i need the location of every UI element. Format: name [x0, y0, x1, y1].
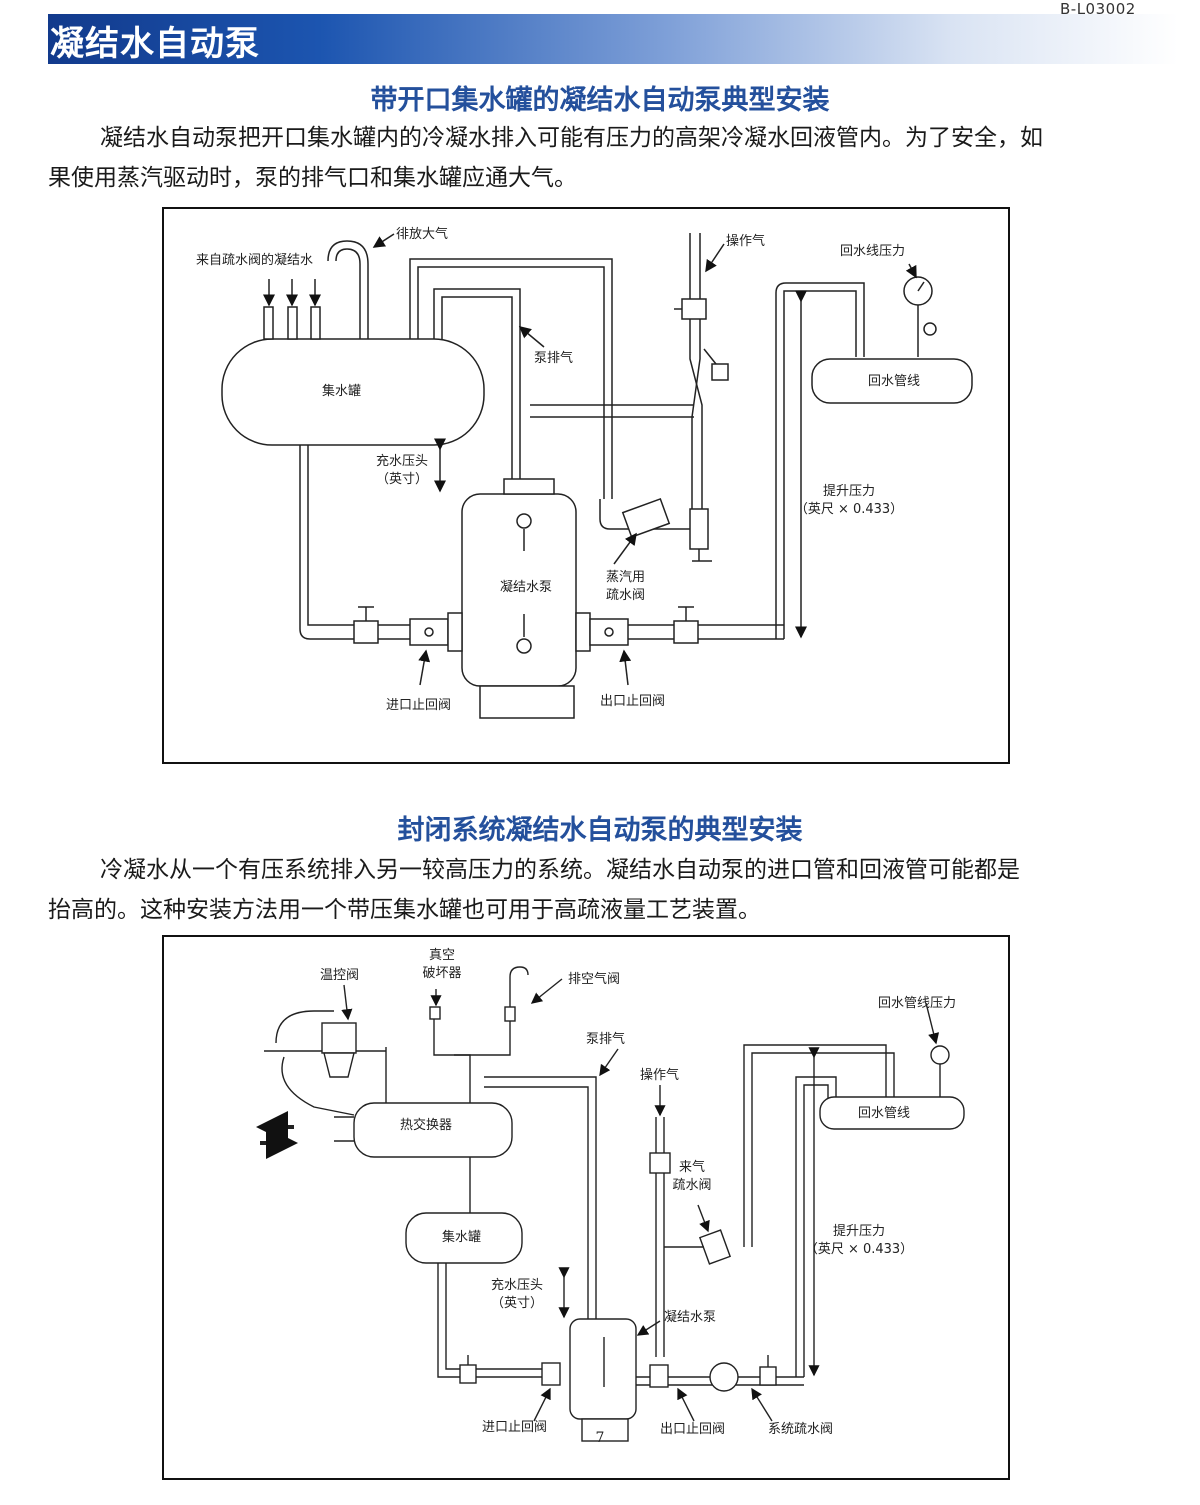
closed-collection-tank-shape — [405, 1212, 523, 1264]
label-trap-2: 来气 疏水阀 — [670, 1159, 714, 1195]
label-from-trap: 来自疏水阀的凝结水 — [196, 253, 314, 268]
label-fill-head-line1: 充水压头 — [375, 454, 428, 469]
label-lift-pressure-line1: 提升压力 — [822, 484, 875, 499]
label-steam-trap-line1: 蒸汽用 — [606, 570, 646, 585]
heat-exchanger-shape — [353, 1102, 513, 1158]
label-temp-control-valve: 温控阀 — [320, 968, 360, 983]
section2-paragraph: 冷凝水从一个有压系统排入另一较高压力的系统。凝结水自动泵的进口管和回液管可能都是… — [48, 850, 1148, 930]
section2-paragraph-line2: 抬高的。这种安装方法用一个带压集水罐也可用于高疏液量工艺装置。 — [48, 897, 761, 923]
label-system-trap: 系统疏水阀 — [768, 1422, 834, 1437]
label-vacuum-breaker-line2: 破坏器 — [422, 966, 462, 981]
label-pump-exhaust: 泵排气 — [534, 351, 574, 366]
label-inlet-check-valve: 进口止回阀 — [386, 698, 452, 713]
page-title: 凝结水自动泵 — [50, 24, 260, 64]
label-fill-head: 充水压头 （英寸） — [370, 453, 434, 489]
page-number: 7 — [595, 1430, 605, 1446]
title-bar — [48, 14, 1178, 64]
label-return-line: 回水管线 — [868, 374, 921, 389]
label-motive-gas-2: 操作气 — [640, 1068, 680, 1083]
closed-system-diagram-drawing — [256, 966, 965, 1442]
label-fill-head-2-line2: （英寸） — [490, 1296, 543, 1311]
label-return-pressure-2: 回水管线压力 — [878, 996, 957, 1011]
label-lift-pressure-line2: （英尺 × 0.433） — [794, 502, 904, 517]
label-condensate-pump-2: 凝结水泵 — [664, 1310, 717, 1325]
label-lift-pressure: 提升压力 （英尺 × 0.433） — [794, 483, 904, 519]
return-line-shape — [811, 358, 973, 404]
label-heat-exchanger: 热交换器 — [400, 1118, 453, 1133]
label-steam-trap: 蒸汽用 疏水阀 — [606, 569, 645, 605]
collection-tank-shape — [221, 338, 485, 446]
label-fill-head-line2: （英寸） — [375, 472, 428, 487]
section2-paragraph-line1: 冷凝水从一个有压系统排入另一较高压力的系统。凝结水自动泵的进口管和回液管可能都是 — [100, 857, 1020, 883]
label-return-line-2: 回水管线 — [858, 1106, 911, 1121]
closed-system-pump-shape — [569, 1318, 637, 1420]
label-outlet-check-valve-2: 出口止回阀 — [660, 1422, 726, 1437]
label-trap-2-line2: 疏水阀 — [672, 1178, 712, 1193]
label-collection-tank: 集水罐 — [322, 384, 362, 399]
label-vent-atmosphere: 徘放大气 — [396, 227, 449, 242]
label-trap-2-line1: 来气 — [678, 1160, 705, 1175]
section1-paragraph-line2: 果使用蒸汽驱动时，泵的排气口和集水罐应通大气。 — [48, 165, 577, 191]
document-code: B-L03002 — [1060, 0, 1136, 18]
section2-title: 封闭系统凝结水自动泵的典型安装 — [397, 815, 803, 846]
open-tank-diagram-drawing — [221, 233, 973, 719]
section1-title: 带开口集水罐的凝结水自动泵典型安装 — [370, 85, 830, 116]
section1-paragraph: 凝结水自动泵把开口集水罐内的冷凝水排入可能有压力的高架冷凝水回液管内。为了安全，… — [48, 118, 1148, 198]
label-steam-trap-line2: 疏水阀 — [606, 588, 646, 603]
label-fill-head-2-line1: 充水压头 — [490, 1278, 543, 1293]
label-motive-gas: 操作气 — [726, 234, 766, 249]
label-collection-tank-2: 集水罐 — [442, 1230, 482, 1245]
label-air-vent: 排空气阀 — [568, 972, 621, 987]
label-outlet-check-valve: 出口止回阀 — [600, 694, 666, 709]
label-lift-pressure-2: 提升压力 （英尺 × 0.433） — [804, 1223, 914, 1259]
label-fill-head-2: 充水压头 （英寸） — [484, 1277, 550, 1313]
label-pump-exhaust-2: 泵排气 — [586, 1032, 626, 1047]
closed-return-line-shape — [819, 1096, 965, 1130]
label-vacuum-breaker-line1: 真空 — [428, 948, 455, 963]
label-return-pressure: 回水线压力 — [840, 244, 906, 259]
label-lift-pressure-2-line2: （英尺 × 0.433） — [804, 1242, 914, 1257]
closed-system-installation-diagram: 温控阀 真空 破坏器 排空气阀 泵排气 回水管线压力 操作气 回水管线 热交换器… — [162, 935, 1010, 1480]
open-tank-installation-diagram: 徘放大气 来自疏水阀的凝结水 集水罐 泵排气 操作气 回水线压力 回水管线 充水… — [162, 207, 1010, 764]
label-vacuum-breaker: 真空 破坏器 — [418, 947, 466, 983]
section1-paragraph-line1: 凝结水自动泵把开口集水罐内的冷凝水排入可能有压力的高架冷凝水回液管内。为了安全，… — [100, 125, 1043, 151]
label-inlet-check-valve-2: 进口止回阀 — [482, 1420, 548, 1435]
label-condensate-pump: 凝结水泵 — [500, 580, 553, 595]
label-lift-pressure-2-line1: 提升压力 — [832, 1224, 885, 1239]
